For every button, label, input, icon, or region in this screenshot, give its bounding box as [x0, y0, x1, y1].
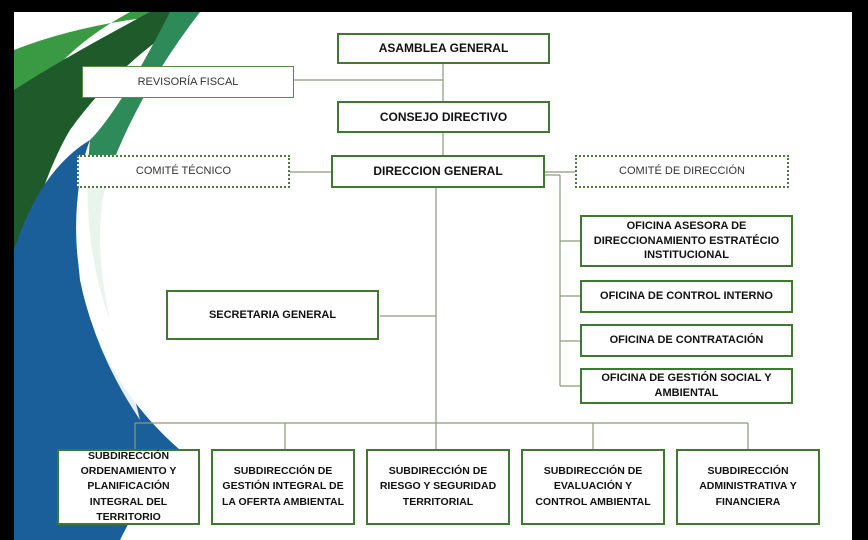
oficina-control-interno-box: OFICINA DE CONTROL INTERNO [580, 280, 793, 313]
direccion-general-box: DIRECCION GENERAL [331, 155, 545, 188]
decor-white-arc [76, 180, 140, 420]
oficina-gestion-social-box: OFICINA DE GESTIÓN SOCIAL Y AMBIENTAL [580, 368, 793, 404]
subdireccion-ordenamiento-box: SUBDIRECCIÓN ORDENAMIENTO Y PLANIFICACIÓ… [57, 449, 200, 525]
subdireccion-oferta-ambiental-box: SUBDIRECCIÓN DE GESTIÓN INTEGRAL DE LA O… [211, 449, 355, 525]
secretaria-general-box: SECRETARIA GENERAL [166, 290, 379, 340]
oficina-direccionamiento-box: OFICINA ASESORA DE DIRECCIONAMIENTO ESTR… [580, 215, 793, 267]
subdireccion-evaluacion-box: SUBDIRECCIÓN DE EVALUACIÓN Y CONTROL AMB… [521, 449, 665, 525]
decor-darkgreen-swoosh [14, 12, 200, 290]
decor-blue-swoosh [14, 140, 180, 540]
comite-direccion-box: COMITÉ DE DIRECCIÓN [575, 155, 789, 188]
subdireccion-riesgo-box: SUBDIRECCIÓN DE RIESGO Y SEGURIDAD TERRI… [366, 449, 510, 525]
asamblea-general-box: ASAMBLEA GENERAL [337, 33, 550, 64]
oficina-contratacion-box: OFICINA DE CONTRATACIÓN [580, 324, 793, 357]
decor-green-swoosh [14, 12, 200, 140]
consejo-directivo-box: CONSEJO DIRECTIVO [337, 101, 550, 133]
subdireccion-administrativa-box: SUBDIRECCIÓN ADMINISTRATIVA Y FINANCIERA [676, 449, 820, 525]
revisoria-fiscal-box: REVISORÍA FISCAL [82, 66, 294, 98]
comite-tecnico-box: COMITÉ TÉCNICO [77, 155, 290, 188]
